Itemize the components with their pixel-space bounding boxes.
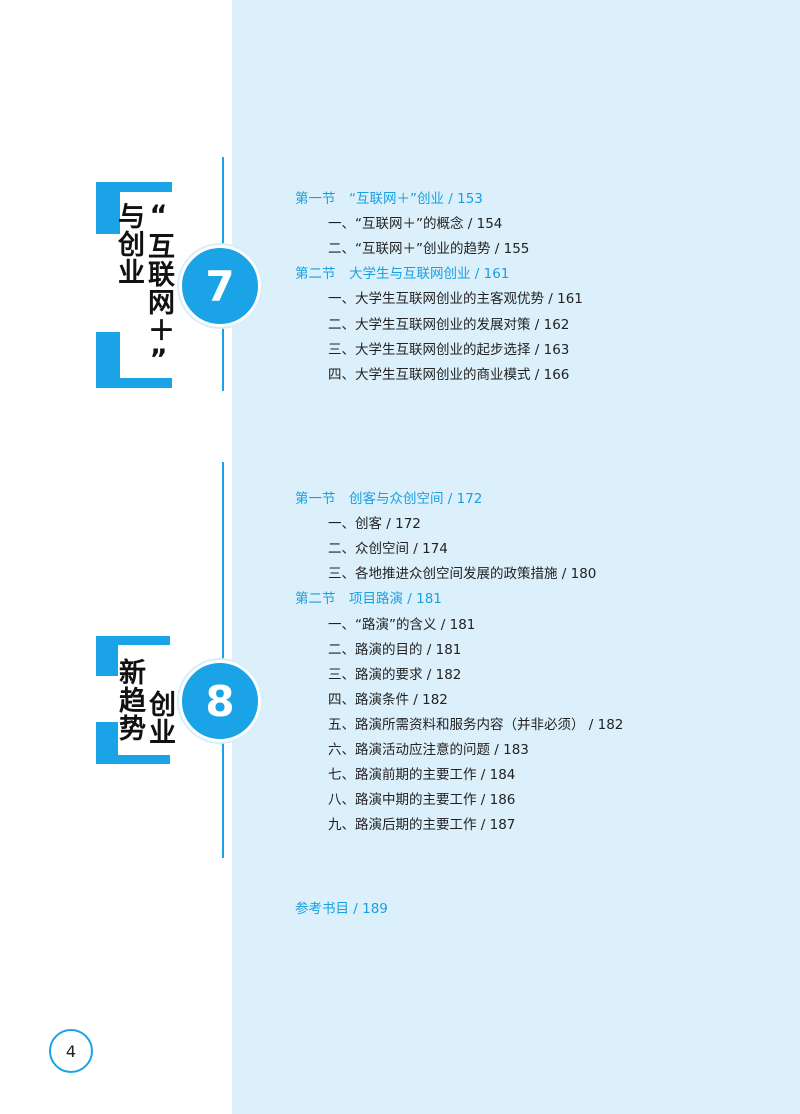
toc-subsection-entry[interactable]: 三、各地推进众创空间发展的政策措施 / 180 <box>328 566 597 583</box>
toc-subsection-entry[interactable]: 一、创客 / 172 <box>328 516 421 533</box>
chapter-7-title-main: “互联网＋” <box>143 200 174 376</box>
chapter-8-number-badge: 8 <box>179 660 261 742</box>
toc-subsection-entry[interactable]: 一、大学生互联网创业的主客观优势 / 161 <box>328 291 583 308</box>
chapter-7-title-sub: 与创业 <box>113 202 144 286</box>
toc-section-entry[interactable]: 第一节 “互联网＋”创业 / 153 <box>295 191 483 207</box>
references-entry[interactable]: 参考书目 / 189 <box>295 901 388 917</box>
toc-subsection-entry[interactable]: 二、大学生互联网创业的发展对策 / 162 <box>328 316 570 333</box>
toc-subsection-entry[interactable]: 二、众创空间 / 174 <box>328 541 448 558</box>
toc-subsection-entry[interactable]: 六、路演活动应注意的问题 / 183 <box>328 742 529 758</box>
toc-subsection-entry[interactable]: 四、路演条件 / 182 <box>328 691 448 708</box>
chapter-8-title-main: 创业 <box>144 690 175 746</box>
toc-section-entry[interactable]: 第一节 创客与众创空间 / 172 <box>295 491 483 507</box>
chapter-7-number-badge: 7 <box>179 245 261 327</box>
toc-subsection-entry[interactable]: 九、路演后期的主要工作 / 187 <box>328 817 516 834</box>
toc-background-panel <box>232 0 800 1114</box>
toc-subsection-entry[interactable]: 四、大学生互联网创业的商业模式 / 166 <box>328 366 570 383</box>
toc-section-entry[interactable]: 第二节 大学生与互联网创业 / 161 <box>295 266 510 283</box>
toc-subsection-entry[interactable]: 七、路演前期的主要工作 / 184 <box>328 767 516 784</box>
toc-subsection-entry[interactable]: 一、“路演”的含义 / 181 <box>328 616 476 633</box>
toc-subsection-entry[interactable]: 二、路演的目的 / 181 <box>328 641 462 658</box>
toc-subsection-entry[interactable]: 五、路演所需资料和服务内容（并非必须） / 182 <box>328 716 624 733</box>
toc-subsection-entry[interactable]: 一、“互联网＋”的概念 / 154 <box>328 216 503 233</box>
toc-subsection-entry[interactable]: 二、“互联网＋”创业的趋势 / 155 <box>328 241 530 258</box>
toc-subsection-entry[interactable]: 八、路演中期的主要工作 / 186 <box>328 792 516 809</box>
page-number: 4 <box>49 1029 93 1073</box>
toc-subsection-entry[interactable]: 三、路演的要求 / 182 <box>328 666 462 683</box>
chapter-8-title-sub: 新趋势 <box>114 658 145 742</box>
toc-section-entry[interactable]: 第二节 项目路演 / 181 <box>295 591 442 608</box>
toc-subsection-entry[interactable]: 三、大学生互联网创业的起步选择 / 163 <box>328 341 570 358</box>
